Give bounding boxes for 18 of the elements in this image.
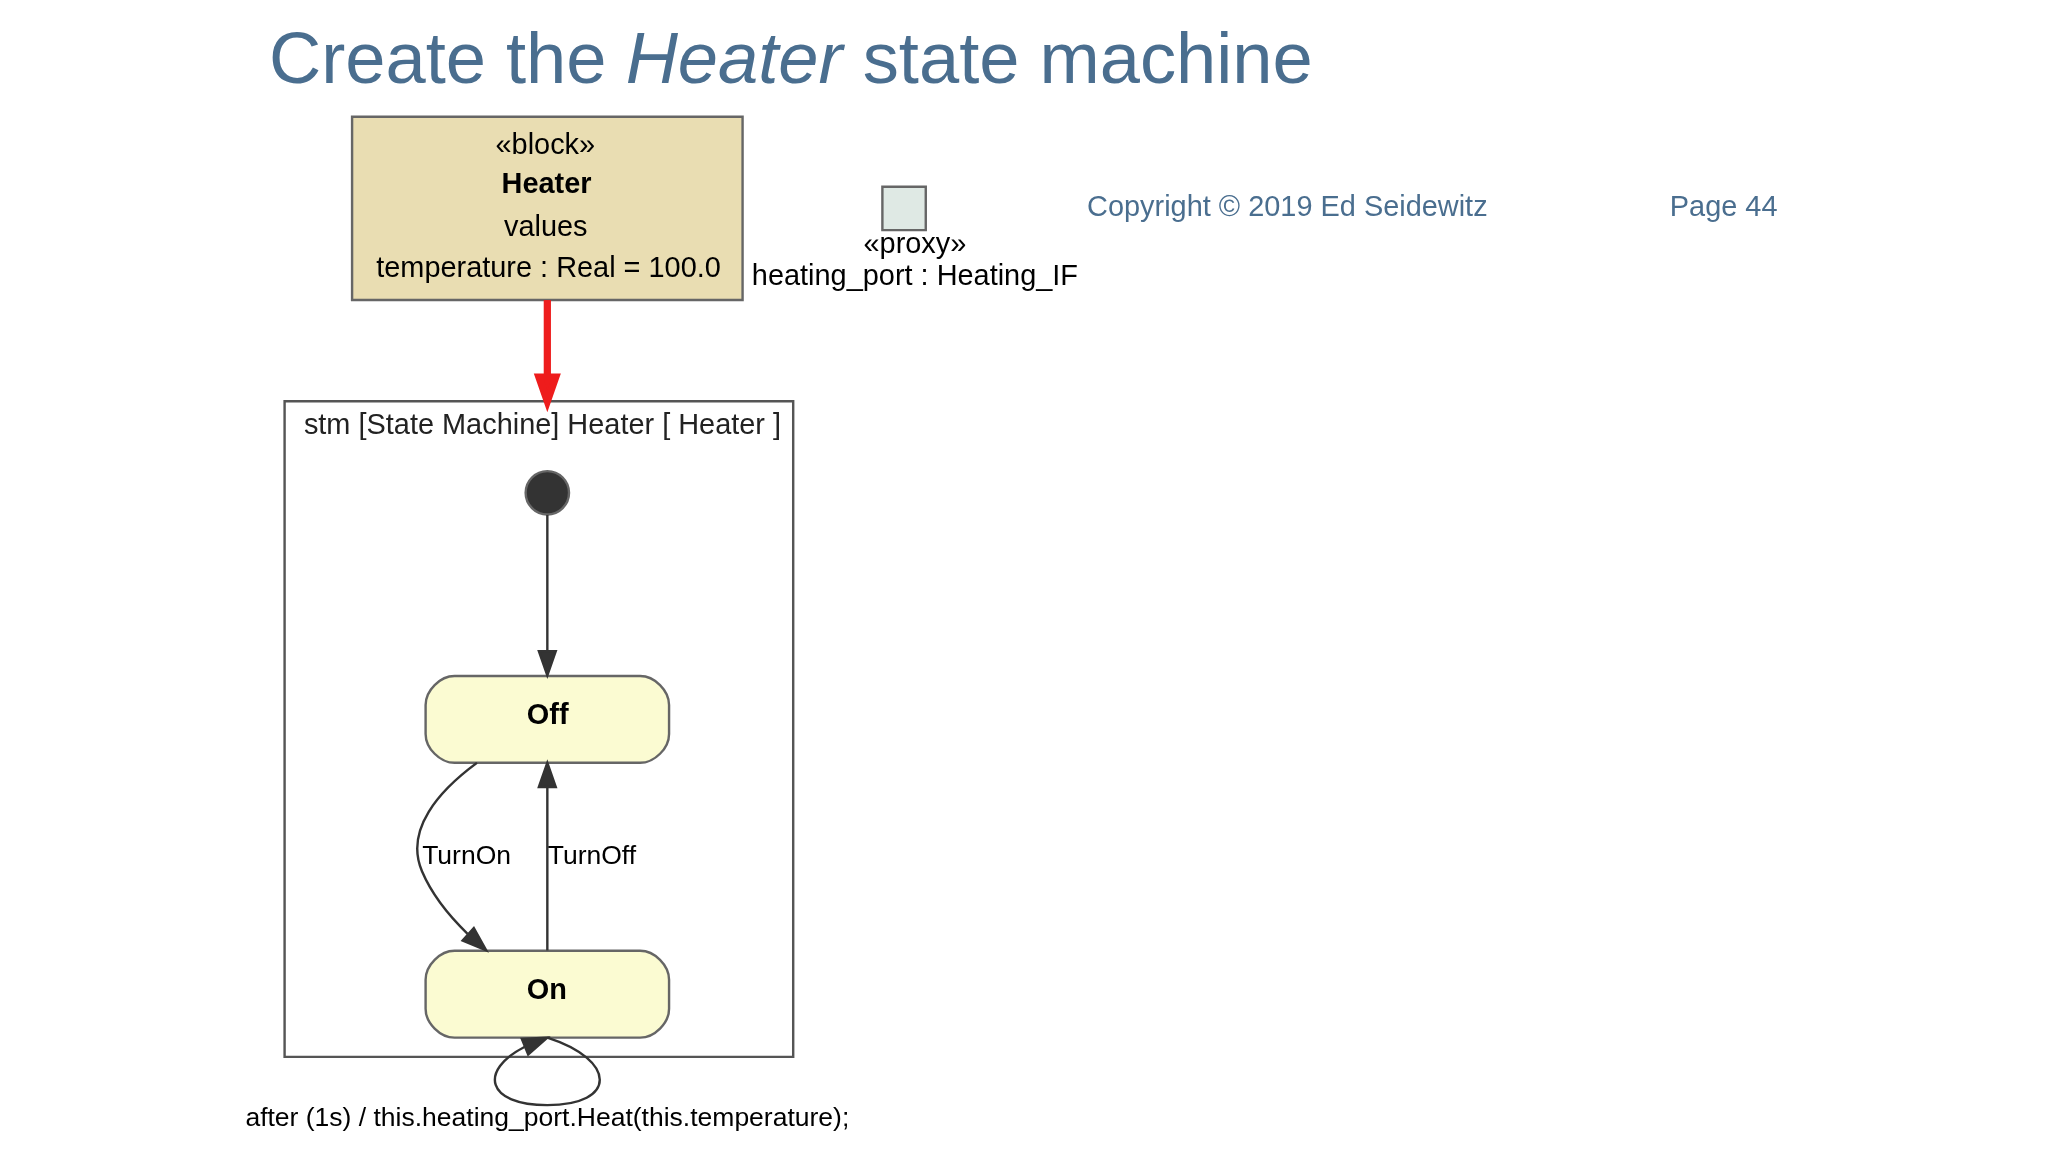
edge-label: TurnOff [547,839,637,870]
node-label: «proxy» [863,227,967,260]
node-box: Off [424,674,671,764]
node-box: «block» Heater values temperature : Real = 100.0 [350,115,744,302]
node-circle [524,469,571,516]
arrow [416,761,489,953]
diagram-title: Create the Heater state machine [268,18,1313,99]
label: Page 44 [1669,189,1778,222]
label: Copyright © 2019 Ed Seidewitz [1087,189,1488,222]
node-label: heating_port : Heating_IF [751,258,1079,291]
edge-label: after (1s) / this.heating_port.Heat(this.temperature); [245,1102,850,1133]
node-box [881,185,927,232]
arrow [537,759,558,951]
edge-label: TurnOn [422,839,512,870]
arrow [533,300,561,413]
arrow [537,514,558,679]
arrow [493,1036,601,1107]
node-box: On [424,949,671,1039]
